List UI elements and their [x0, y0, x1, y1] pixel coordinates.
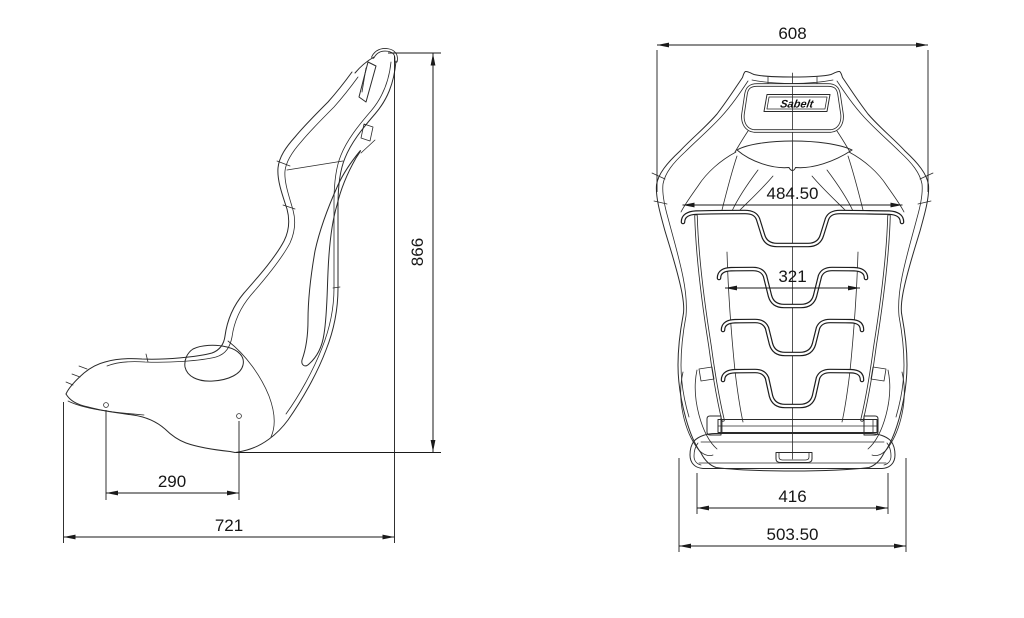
dim-label-290: 290: [158, 472, 186, 491]
dim-label-416: 416: [778, 487, 806, 506]
collar-top: [736, 140, 853, 151]
brand-logo-box: Sabelt: [763, 94, 831, 112]
dim-label-866: 866: [408, 238, 427, 266]
front-view: Sabelt: [652, 71, 933, 471]
shoulder-bolster: [301, 150, 361, 367]
side-view-dimensions: 866 290 721: [63, 52, 441, 543]
mount-hole-rear: [236, 413, 242, 419]
collar-bottom: [736, 149, 853, 171]
head-surround-fin: [358, 61, 377, 103]
dim-label-721: 721: [215, 516, 243, 535]
dim-label-503-50: 503.50: [767, 525, 819, 544]
headrest-underside: [354, 56, 375, 74]
front-view-dimensions: 608 484.50 321 416 503.50: [656, 24, 929, 552]
dim-label-484-50: 484.50: [767, 184, 819, 203]
dim-label-321: 321: [778, 267, 806, 286]
brand-logo-text: Sabelt: [779, 99, 815, 111]
side-view: [65, 48, 398, 453]
mount-hole-front: [103, 402, 109, 408]
dim-label-608: 608: [778, 24, 806, 43]
side-pocket: [184, 344, 244, 382]
seat-base-skirt: [689, 433, 896, 469]
base-center-tab: [775, 452, 813, 463]
